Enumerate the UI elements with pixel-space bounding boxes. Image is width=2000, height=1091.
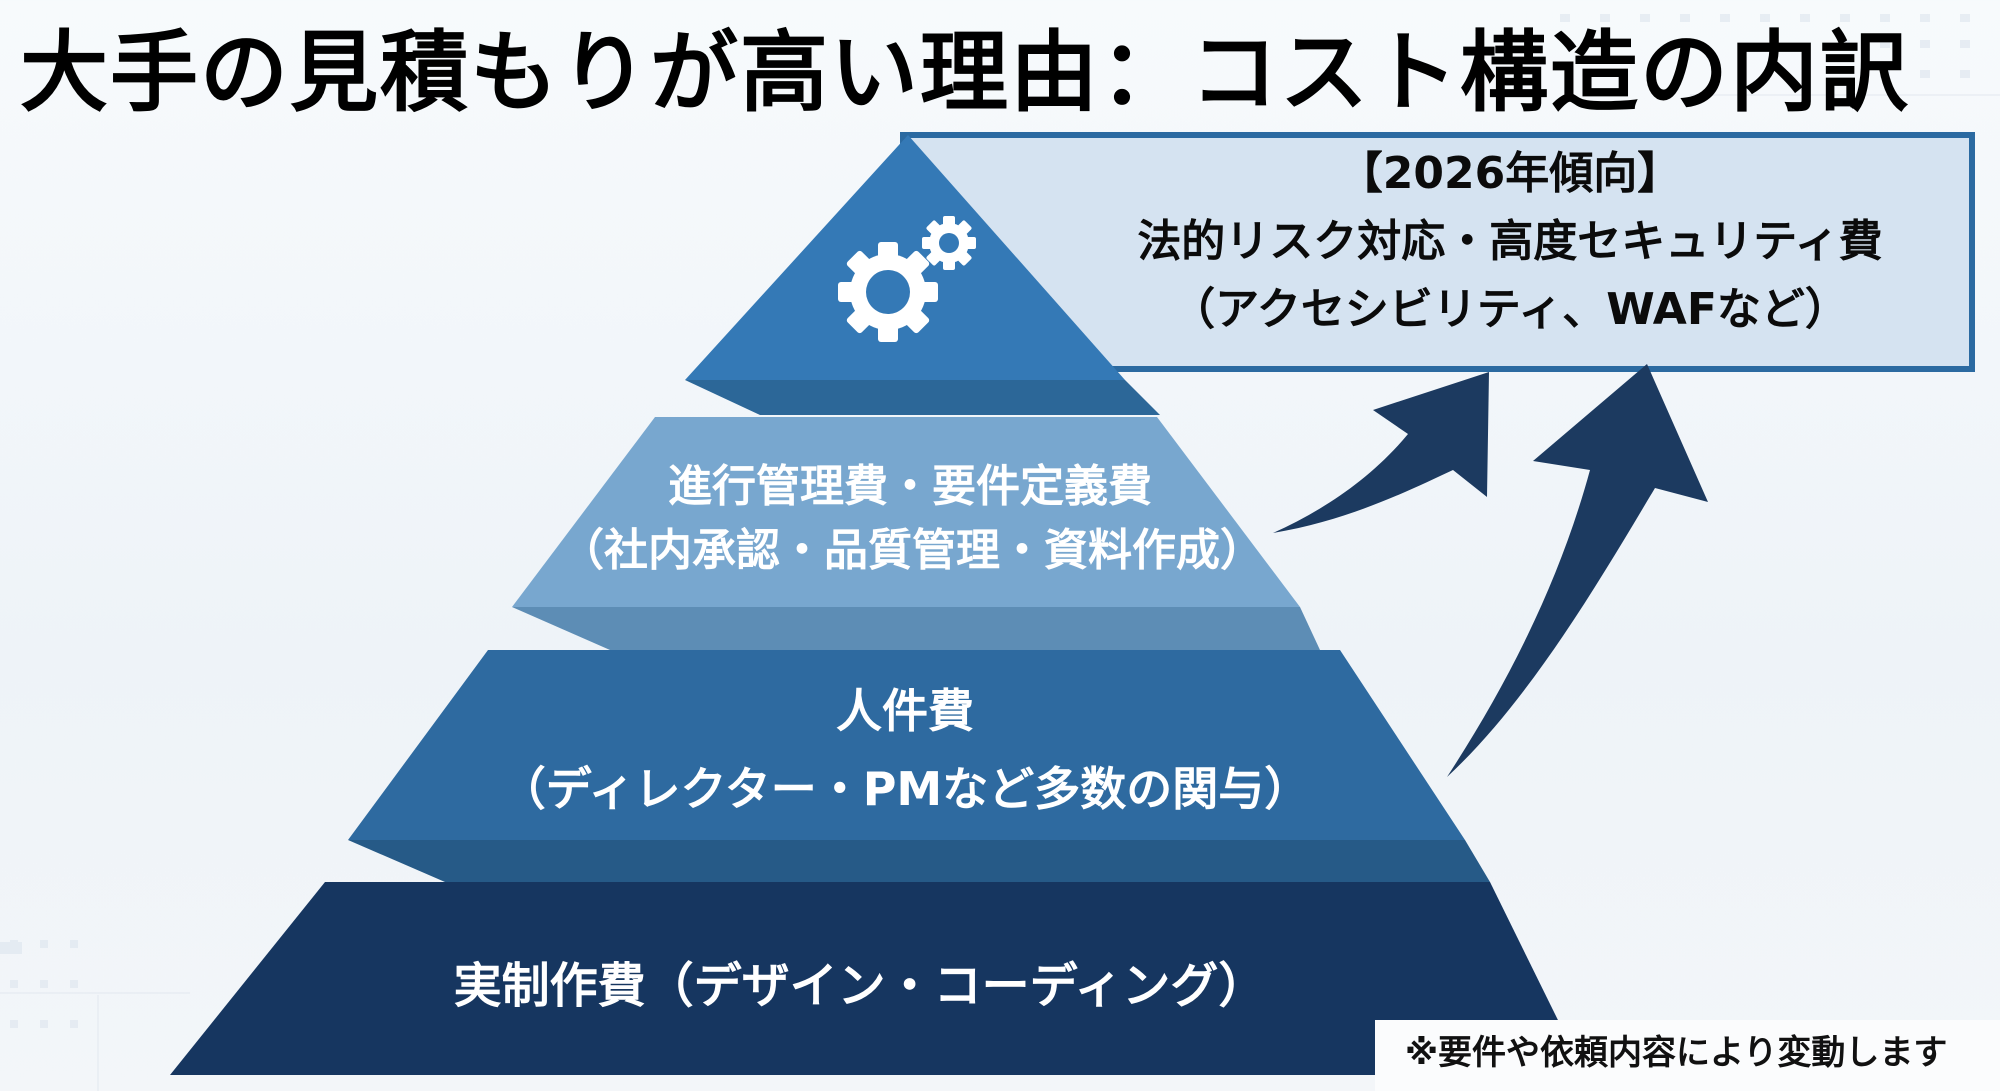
tier-production-line-1: 実制作費（デザイン・コーディング）: [453, 958, 1267, 1014]
tier-management-line-1: 進行管理費・要件定義費: [668, 461, 1152, 512]
callout-line-2: （アクセシビリティ、WAFなど）: [1171, 284, 1849, 335]
footnote: ※要件や依頼内容により変動します: [1375, 1020, 2000, 1091]
callout-text: 【2026年傾向】 法的リスク対応・高度セキュリティ費 （アクセシビリティ、WA…: [1000, 140, 2000, 344]
pyramid-tier-personnel: [348, 650, 1490, 882]
tier-personnel-label: 人件費 （ディレクター・PMなど多数の関与）: [400, 672, 1410, 828]
gears-icon: [838, 216, 976, 342]
tier-management-label: 進行管理費・要件定義費 （社内承認・品質管理・資料作成）: [560, 455, 1264, 583]
pyramid-tier-top: [685, 135, 1160, 415]
pyramid-tier-management: [512, 417, 1320, 650]
tier-management-line-2: （社内承認・品質管理・資料作成）: [560, 525, 1264, 576]
tier-production-label: 実制作費（デザイン・コーディング）: [360, 952, 1360, 1020]
tier-personnel-line-2: （ディレクター・PMなど多数の関与）: [499, 762, 1311, 816]
page-title: 大手の見積もりが高い理由：コスト構造の内訳: [20, 21, 1911, 124]
tier-personnel-line-1: 人件費: [836, 684, 974, 738]
pyramid-tier-production: [170, 882, 1585, 1075]
growth-arrow-icon: [1273, 364, 1708, 777]
callout-heading: 【2026年傾向】: [1338, 148, 1682, 199]
callout-line-1: 法的リスク対応・高度セキュリティ費: [1137, 216, 1883, 267]
